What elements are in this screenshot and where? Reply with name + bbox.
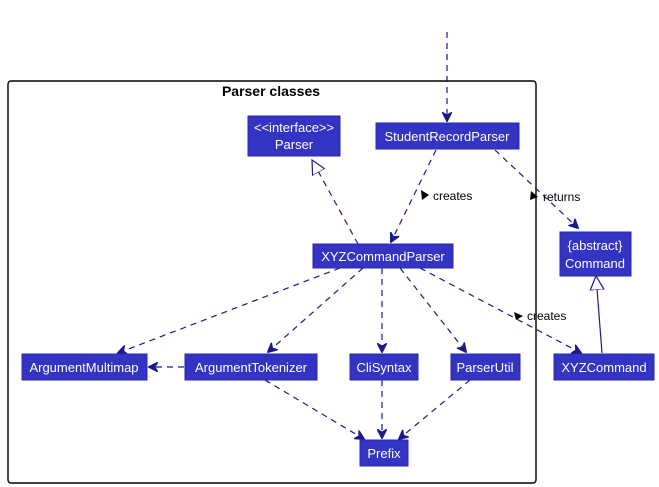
node-parser-interface: <<interface>> Parser (247, 115, 341, 157)
edge-returns-command (494, 149, 578, 228)
creates-command-direction-icon (514, 312, 523, 320)
edge-creates-command (419, 267, 581, 353)
parser-stereotype: <<interface>> (254, 120, 334, 135)
xyz-command-name: XYZCommand (561, 360, 646, 375)
edge-label-creates-parser: creates (433, 189, 472, 203)
edge-realizes-parser (312, 160, 359, 245)
cli-syntax-name: CliSyntax (357, 360, 412, 375)
edge-label-creates-command: creates (527, 309, 566, 323)
student-record-parser-name: StudentRecordParser (384, 129, 510, 144)
edge-extends-command (596, 276, 602, 354)
node-student-record-parser: StudentRecordParser (375, 122, 520, 150)
package-frame (7, 80, 537, 484)
node-xyz-command: XYZCommand (553, 353, 655, 381)
returns-direction-icon (530, 191, 538, 200)
argument-multimap-name: ArgumentMultimap (29, 360, 138, 375)
parser-name: Parser (275, 137, 314, 152)
node-argument-tokenizer: ArgumentTokenizer (184, 353, 318, 381)
node-xyz-command-parser: XYZCommandParser (312, 243, 454, 269)
edge-parser-to-parserutil (399, 267, 466, 352)
creates-direction-icon (421, 190, 429, 200)
command-stereotype: {abstract} (568, 238, 624, 253)
node-abstract-command: {abstract} Command (559, 231, 632, 277)
xyz-command-parser-name: XYZCommandParser (321, 249, 445, 264)
parser-util-name: ParserUtil (456, 360, 513, 375)
command-name: Command (565, 256, 625, 271)
prefix-name: Prefix (367, 446, 401, 461)
edge-parser-to-multimap (118, 267, 341, 353)
node-argument-multimap: ArgumentMultimap (21, 353, 148, 381)
edge-parserutil-to-prefix (399, 379, 471, 439)
edge-label-returns: returns (543, 190, 580, 204)
argument-tokenizer-name: ArgumentTokenizer (195, 360, 308, 375)
node-parser-util: ParserUtil (450, 353, 521, 381)
node-prefix: Prefix (359, 439, 409, 467)
edge-tokenizer-to-prefix (264, 379, 364, 439)
node-cli-syntax: CliSyntax (349, 353, 419, 381)
package-title: Parser classes (222, 83, 320, 99)
